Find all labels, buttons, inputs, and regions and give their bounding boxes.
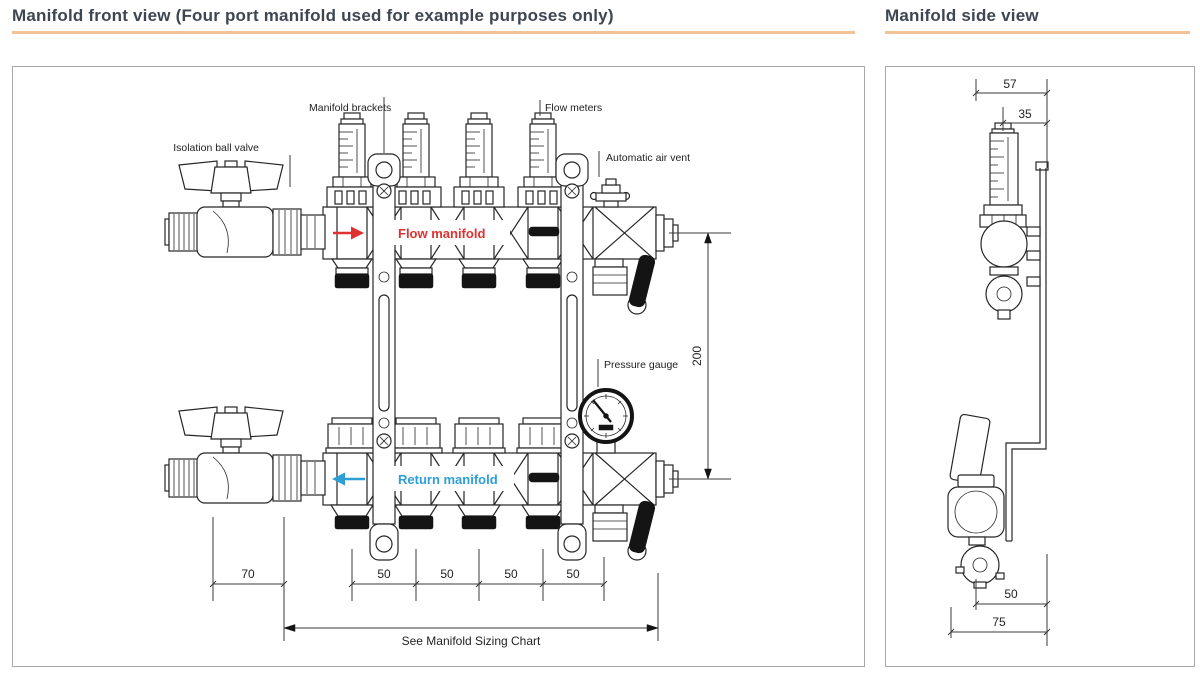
manifold-bracket-right	[555, 153, 589, 561]
side-dimension-75: 75	[947, 607, 1051, 638]
dim-overall-text: See Manifold Sizing Chart	[402, 634, 541, 648]
pressure-gauge-label: Pressure gauge	[604, 359, 678, 371]
flow-label-backplate	[394, 220, 510, 245]
dim-50-side-text: 50	[1004, 587, 1018, 601]
side-view-drawing: 57 35 50 75	[947, 77, 1051, 646]
dim-57-text: 57	[1003, 77, 1017, 91]
side-bracket	[1005, 161, 1049, 542]
side-ball-valve	[947, 413, 1005, 589]
dimension-200: 200	[669, 232, 731, 480]
dim-50-2: 50	[440, 567, 454, 581]
automatic-air-vent	[589, 178, 631, 208]
isolation-ball-valve-bottom	[164, 406, 326, 504]
return-ports	[330, 504, 565, 530]
dim-50-3: 50	[504, 567, 518, 581]
isolation-ball-valve-top	[164, 160, 326, 258]
return-label-backplate	[394, 466, 514, 491]
side-manifold-body	[980, 220, 1028, 320]
side-dimension-50: 50	[972, 554, 1051, 646]
manifold-brackets-label: Manifold brackets	[309, 102, 391, 114]
return-direction: Return manifold	[332, 466, 560, 491]
dim-70-text: 70	[241, 567, 255, 581]
front-view-panel: Flow manifold Return manifold Isolation …	[12, 66, 865, 667]
flow-direction: Flow manifold	[333, 220, 560, 245]
pressure-gauge	[578, 388, 634, 454]
dim-50-1: 50	[377, 567, 391, 581]
front-title-underline	[12, 31, 855, 34]
return-valve-caps	[325, 417, 570, 454]
drain-valve-top	[592, 253, 657, 315]
brand-mark-return	[528, 472, 560, 483]
front-view-drawing: Flow manifold Return manifold Isolation …	[164, 97, 731, 648]
flow-ports	[331, 258, 564, 289]
side-view-title: Manifold side view	[885, 6, 1039, 25]
side-flow-meter	[979, 122, 1027, 228]
flow-arrow-head	[351, 226, 364, 240]
brand-mark	[528, 226, 560, 237]
isolation-ball-valve-label: Isolation ball valve	[173, 142, 259, 154]
return-arrow-head	[332, 472, 345, 486]
callouts: Isolation ball valve Manifold brackets F…	[173, 97, 690, 387]
automatic-air-vent-label: Automatic air vent	[606, 152, 690, 164]
flow-meters	[326, 112, 569, 208]
side-dimension-35: 35	[999, 107, 1051, 131]
dim-50-4: 50	[566, 567, 580, 581]
manifold-bracket-left	[367, 153, 401, 561]
dim-200-text: 200	[690, 346, 704, 366]
return-manifold-label: Return manifold	[398, 472, 498, 487]
front-view-title: Manifold front view (Four port manifold …	[12, 6, 614, 25]
flow-manifold-label: Flow manifold	[398, 226, 485, 241]
drain-valve-bottom	[592, 499, 657, 561]
dimension-70: 70	[209, 517, 288, 641]
side-title-underline	[885, 31, 1190, 34]
side-view-panel: 57 35 50 75	[885, 66, 1195, 667]
dim-35-text: 35	[1018, 107, 1032, 121]
dimension-overall: See Manifold Sizing Chart	[283, 573, 659, 648]
dim-75-text: 75	[992, 615, 1006, 629]
flow-meters-label: Flow meters	[545, 102, 602, 114]
dimension-port-spacing: 50 50 50 50	[348, 549, 608, 601]
